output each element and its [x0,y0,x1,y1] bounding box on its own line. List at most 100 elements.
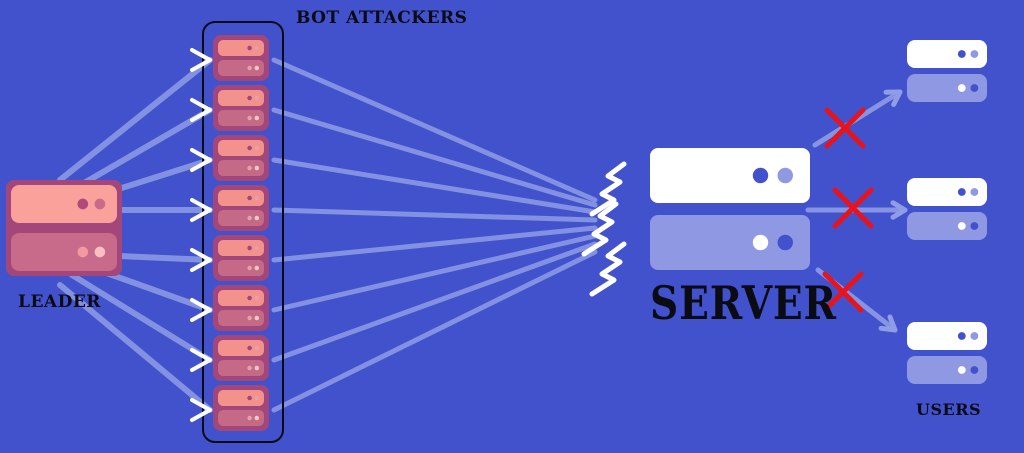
bot-icon [213,385,269,431]
bot-attackers-group [202,21,284,443]
rack-led [777,167,793,184]
rack-led [247,245,252,251]
bot-icon [213,85,269,131]
arrowhead-icon [190,348,212,372]
user-arrowhead [883,89,903,107]
leader-arrows [190,48,212,422]
rack-unit-bottom [907,212,987,240]
leader-to-bot-line [69,107,213,193]
rack-led [247,65,252,71]
rack-led [247,345,252,351]
rack-unit-top [218,240,264,256]
rack-unit-top [218,390,264,406]
users-label: USERS [916,400,982,419]
rack-led [247,165,252,171]
arrowhead-icon [190,198,212,222]
bot-to-server-line [271,233,598,313]
rack-led [247,365,252,371]
rack-led [254,115,260,121]
rack-led [247,415,252,421]
rack-unit-top [11,185,117,223]
rack-led [957,366,966,374]
red-x-icon [832,187,874,229]
attack-bolts [581,161,627,297]
arrowhead-icon [190,148,212,172]
blocked-marks [822,107,874,313]
rack-led [254,245,260,251]
nodes [6,35,987,431]
rack-unit-top [218,140,264,156]
rack-led [254,95,260,101]
rack-led [970,366,979,374]
rack-led [254,65,260,71]
rack-led [77,246,89,258]
server-icon [650,148,810,270]
rack-led [247,195,252,201]
rack-led [247,295,252,301]
rack-unit-top [907,178,987,206]
rack-unit-bottom [218,410,264,426]
rack-led [94,198,106,210]
rack-led [254,215,260,221]
rack-led [970,332,979,340]
user-icon [907,322,987,384]
rack-unit-bottom [218,160,264,176]
rack-unit-bottom [650,215,810,270]
arrowhead-icon [190,398,212,422]
rack-unit-bottom [218,260,264,276]
rack-unit-bottom [218,210,264,226]
rack-led [247,145,252,151]
rack-led [247,215,252,221]
user-icon [907,40,987,102]
user-icon [907,178,987,240]
bot-to-server-line [271,57,598,203]
rack-led [247,395,252,401]
rack-led [254,345,260,351]
rack-led [254,265,260,271]
red-x-icon [822,271,864,313]
rack-led [247,315,252,321]
bot-icon [213,285,269,331]
rack-led [777,234,793,251]
arrowhead-icon [190,248,212,272]
rack-led [254,315,260,321]
rack-unit-top [218,40,264,56]
rack-unit-bottom [218,310,264,326]
rack-unit-top [650,148,810,203]
rack-unit-top [218,190,264,206]
leader-to-bot-line [57,57,213,183]
rack-led [752,167,769,184]
bot-icon [213,135,269,181]
rack-unit-top [218,290,264,306]
leader-to-bot-line [57,282,213,413]
bot-icon [213,35,269,81]
bot-attackers-title: BOT ATTACKERS [296,8,468,28]
arrowhead-icon [190,48,212,72]
rack-led [957,84,966,92]
bot-to-server-line [271,157,598,215]
rack-led [957,188,966,196]
rack-led [247,45,252,51]
red-x-icon [824,107,866,149]
rack-led [254,395,260,401]
rack-led [970,188,979,196]
bot-to-server-line [271,241,598,363]
user-arrowhead [890,200,908,220]
server-label: SERVER [650,276,837,330]
rack-led [254,145,260,151]
bot-to-server-line [271,249,598,413]
rack-led [77,198,89,210]
rack-unit-top [218,340,264,356]
rack-led [254,165,260,171]
rack-unit-bottom [218,60,264,76]
rack-unit-top [907,40,987,68]
rack-led [254,195,260,201]
bot-icon [213,335,269,381]
rack-unit-bottom [11,233,117,271]
rack-led [752,234,769,251]
rack-led [254,415,260,421]
rack-unit-top [218,90,264,106]
rack-led [957,332,966,340]
